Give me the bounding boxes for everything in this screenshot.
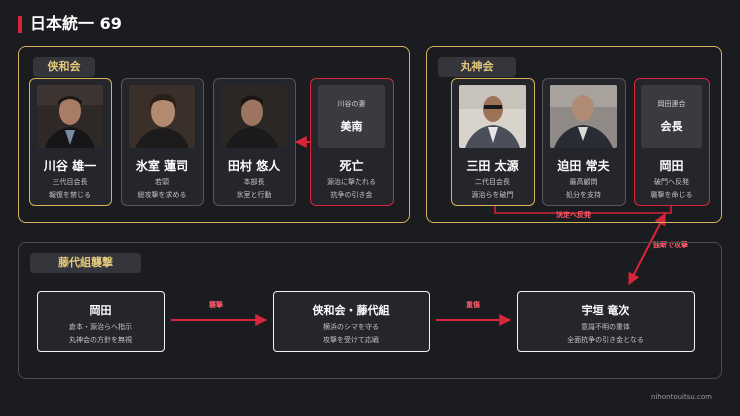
- event-line: 意識不明の重体: [581, 323, 630, 331]
- placeholder-caption: 川谷の妻: [337, 100, 366, 108]
- group-kyowakai: [18, 46, 410, 223]
- person-name: 田村 悠人: [227, 159, 281, 173]
- event-line: 倉本・源治らへ指示: [69, 323, 132, 331]
- person-card-himuro[interactable]: 氷室 蓮司 若頭 総攻撃を求める: [121, 78, 204, 206]
- portrait-mita: [459, 85, 526, 148]
- person-role: 三代目会長: [52, 178, 88, 186]
- event-title: 侠和会・藤代組: [312, 304, 390, 317]
- person-role: 最高顧問: [569, 178, 598, 186]
- arrow-label-injury: 重傷: [466, 301, 480, 309]
- person-name: 死亡: [339, 159, 364, 173]
- group-label-fujishiro: 藤代組襲撃: [30, 253, 141, 273]
- person-card-okada[interactable]: 岡田連合 会長 岡田 破門へ反発 襲撃を命じる: [634, 78, 710, 206]
- arrow-label-attack: 襲撃: [209, 301, 223, 309]
- event-line: 横浜のシマを守る: [323, 323, 379, 331]
- page-title: 日本統一 69: [30, 14, 122, 33]
- person-name: 川谷 雄一: [43, 159, 97, 173]
- person-note: 氷室と行動: [236, 191, 272, 199]
- event-title: 岡田: [89, 304, 112, 317]
- placeholder-title: 美南: [340, 120, 363, 133]
- person-name: 氷室 蓮司: [135, 159, 189, 173]
- connector-label-decision: 決定へ反発: [556, 211, 591, 219]
- event-ugaki[interactable]: 宇垣 竜次 意識不明の重体 全面抗争の引き金となる: [517, 291, 695, 352]
- group-marujinkai: [426, 46, 722, 223]
- person-name: 迫田 常夫: [557, 159, 610, 173]
- person-card-kawatani[interactable]: 川谷 雄一 三代目会長 報復を禁じる: [29, 78, 112, 206]
- event-allied[interactable]: 侠和会・藤代組 横浜のシマを守る 攻撃を受けて応戦: [273, 291, 430, 352]
- person-role: 源治に撃たれる: [327, 178, 376, 186]
- placeholder-caption: 岡田連合: [657, 100, 686, 108]
- person-card-sakoda[interactable]: 迫田 常夫 最高顧問 処分を支持: [542, 78, 626, 206]
- footer-site[interactable]: nihontouitsu.com: [651, 393, 712, 401]
- event-title: 宇垣 竜次: [581, 304, 630, 317]
- placeholder-title: 会長: [660, 120, 683, 133]
- portrait-kawatani: [37, 85, 103, 148]
- event-line: 全面抗争の引き金となる: [567, 336, 644, 344]
- connector-label-independent: 独断で攻撃: [653, 241, 688, 249]
- person-note: 襲撃を命じる: [650, 191, 693, 199]
- portrait-himuro: [129, 85, 195, 148]
- event-okada[interactable]: 岡田 倉本・源治らへ指示 丸神会の方針を無視: [37, 291, 165, 352]
- person-role: 破門へ反発: [654, 178, 689, 186]
- portrait-tamura: [221, 85, 287, 148]
- person-role: 若頭: [155, 178, 169, 186]
- event-line: 攻撃を受けて応戦: [323, 336, 379, 344]
- person-note: 抗争の引き金: [330, 191, 373, 199]
- person-role: 二代目会長: [475, 178, 510, 186]
- person-name: 三田 太源: [466, 159, 519, 173]
- person-note: 報復を禁じる: [49, 191, 91, 199]
- person-note: 源治らを破門: [471, 191, 514, 199]
- person-card-tamura[interactable]: 田村 悠人 本部長 氷室と行動: [213, 78, 296, 206]
- portrait-sakoda: [550, 85, 617, 148]
- title-accent-bar: [18, 16, 22, 33]
- person-note: 処分を支持: [566, 191, 601, 199]
- group-label-marujinkai: 丸神会: [438, 57, 516, 77]
- person-role: 本部長: [243, 178, 265, 186]
- placeholder-minami: 川谷の妻 美南: [318, 85, 385, 148]
- person-note: 総攻撃を求める: [137, 191, 187, 199]
- group-fujishiro: [18, 242, 722, 379]
- connector-decision: [494, 205, 672, 214]
- group-label-kyowakai: 侠和会: [33, 57, 95, 77]
- person-name: 岡田: [659, 159, 684, 173]
- arrow-okada-to-ugaki: [628, 212, 666, 286]
- person-card-mita[interactable]: 三田 太源 二代目会長 源治らを破門: [451, 78, 535, 206]
- placeholder-okada: 岡田連合 会長: [641, 85, 702, 148]
- person-card-minami[interactable]: 川谷の妻 美南 死亡 源治に撃たれる 抗争の引き金: [310, 78, 394, 206]
- event-line: 丸神会の方針を無視: [69, 336, 132, 344]
